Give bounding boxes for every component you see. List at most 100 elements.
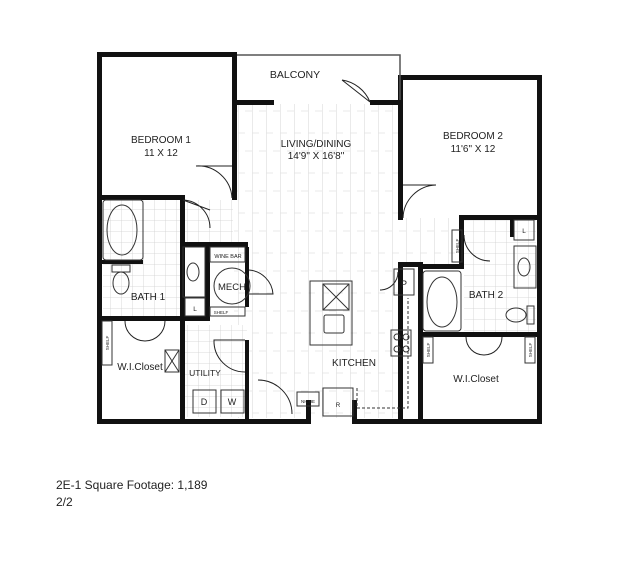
- bedroom1-size: 11 X 12: [144, 148, 178, 159]
- shelf-closet2-right-label: SHELF: [528, 343, 533, 358]
- tub-1-basin: [106, 204, 138, 256]
- tub-2-basin: [426, 276, 458, 328]
- balcony-label: BALCONY: [270, 69, 320, 81]
- kitchen-label: KITCHEN: [332, 358, 376, 369]
- wall: [232, 100, 274, 105]
- entry-door: [257, 379, 293, 415]
- pantry: [393, 268, 415, 296]
- niche: [296, 391, 320, 407]
- fridge-label: R: [336, 403, 341, 409]
- doors: [124, 79, 503, 415]
- toilet-1-bowl: [112, 271, 130, 295]
- wall: [97, 195, 183, 200]
- closet2-door: [465, 336, 503, 356]
- cooktop-x: [322, 283, 350, 311]
- wall: [398, 75, 403, 220]
- wicloset-left-label: W.I.Closet: [117, 362, 163, 373]
- exterior-walls: [97, 52, 542, 424]
- burner: [393, 345, 401, 353]
- dryer-label: D: [201, 397, 208, 407]
- toilet-2-tank: [526, 305, 535, 325]
- plan-caption: 2E-1 Square Footage: 1,189: [56, 478, 208, 492]
- shelf-closet2-right: [524, 336, 536, 364]
- wall: [245, 247, 249, 307]
- niche-label: NICHE: [301, 399, 315, 404]
- bath2-tile: [464, 218, 536, 332]
- wall: [205, 247, 210, 321]
- shelf-hall2-label: SHELF: [455, 239, 460, 254]
- vanity-2: [513, 245, 537, 289]
- sink-2: [517, 257, 531, 277]
- hall-plank-floor: [400, 218, 455, 266]
- toilet-2-bowl: [505, 307, 527, 323]
- wicloset-right-label: W.I.Closet: [453, 374, 499, 385]
- range: [390, 329, 412, 357]
- closet1-hatch: [164, 349, 180, 373]
- linen-2: [513, 219, 535, 241]
- utility-door: [213, 339, 246, 373]
- room-labels: BALCONY BEDROOM 1 11 X 12 LIVING/DINING …: [117, 69, 503, 385]
- shelf-1-label: SHELF: [214, 310, 229, 315]
- bed-bath-count: 2/2: [56, 495, 73, 509]
- closet1-door: [124, 320, 166, 342]
- burner: [402, 333, 410, 341]
- bedroom2-name: BEDROOM 2: [443, 131, 503, 142]
- bath1-label: BATH 1: [131, 292, 166, 303]
- balcony-railing: [237, 54, 401, 100]
- wall: [459, 215, 537, 220]
- wall: [232, 52, 237, 200]
- washer: [220, 389, 245, 414]
- wine-bar-label: WINE BAR: [214, 254, 241, 260]
- tub-1: [102, 199, 144, 261]
- wall: [418, 264, 464, 269]
- burner: [393, 333, 401, 341]
- wall: [398, 262, 403, 424]
- bedroom2-size: 11'6" X 12: [451, 144, 496, 155]
- shelf-closet2-left-label: SHELF: [426, 343, 431, 358]
- wall: [245, 340, 249, 424]
- vanity-1: [182, 246, 206, 298]
- bath2-door: [463, 234, 491, 262]
- wall: [180, 242, 248, 247]
- island-sink: [323, 314, 345, 334]
- mech-unit: [213, 267, 251, 305]
- washer-label: W: [228, 397, 237, 407]
- wall: [418, 332, 542, 337]
- mech-door: [248, 269, 274, 295]
- wall: [97, 316, 209, 321]
- wall: [370, 100, 403, 105]
- burner: [402, 345, 410, 353]
- wall: [97, 419, 311, 424]
- mech-label: MECH: [218, 282, 246, 293]
- linen-1-label: L: [193, 306, 197, 313]
- wall: [398, 262, 418, 267]
- wall: [180, 320, 185, 424]
- wall: [537, 75, 542, 424]
- refrigerator: [322, 387, 354, 417]
- wall: [352, 419, 542, 424]
- kitchen-counter: [356, 298, 409, 409]
- wall: [418, 262, 423, 424]
- wall: [352, 400, 357, 424]
- pantry-label: P: [401, 279, 407, 289]
- hall1-tile: [183, 200, 233, 244]
- wall: [306, 400, 311, 424]
- bedroom2-door: [402, 184, 437, 219]
- tub-2: [422, 270, 462, 332]
- fixture-labels: L SHELF SHELF D W P NICHE R SHELF L SHEL…: [105, 228, 533, 409]
- cooktop: [322, 283, 350, 311]
- shelf-1: [209, 306, 246, 317]
- shelf-closet1: [101, 320, 113, 366]
- linen-2-label: L: [522, 228, 526, 235]
- wall: [510, 215, 514, 237]
- bath2-label: BATH 2: [469, 290, 504, 301]
- dryer: [192, 389, 217, 414]
- bedroom1-door: [195, 165, 233, 199]
- wine-bar: [209, 246, 246, 263]
- shelf-closet1-label: SHELF: [105, 336, 110, 351]
- living-name: LIVING/DINING: [281, 139, 352, 150]
- bedroom1-name: BEDROOM 1: [131, 135, 191, 146]
- kitchen-island: [309, 280, 353, 346]
- bath1-door: [182, 199, 211, 229]
